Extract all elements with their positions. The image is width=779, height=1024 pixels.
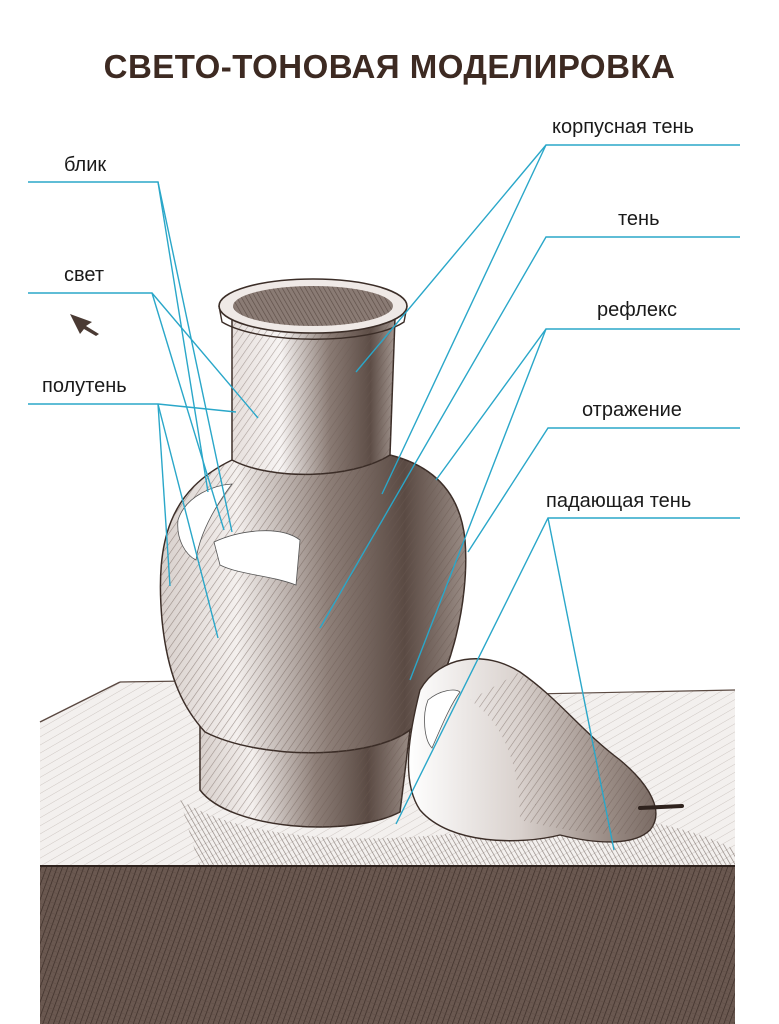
leader-line-halftone-3 <box>157 403 219 639</box>
leader-line-shadow <box>319 236 740 629</box>
leader-line-light-2 <box>151 292 225 531</box>
label-light: свет <box>64 264 105 286</box>
leader-line-halftone-2 <box>157 403 171 587</box>
label-highlight: блик <box>64 154 107 176</box>
leader-line-core-shadow-2 <box>381 144 547 495</box>
label-core-shadow: корпусная тень <box>552 116 694 138</box>
label-halftone: полутень <box>42 375 127 397</box>
arrow-down-right-icon <box>70 314 99 336</box>
vase <box>159 278 467 828</box>
table-front <box>40 865 735 1024</box>
label-cast-shadow: падающая тень <box>546 490 692 512</box>
leader-line-core-shadow <box>355 144 740 373</box>
leader-line-highlight-2 <box>157 181 233 533</box>
leader-line-reflection <box>467 427 740 553</box>
leader-line-cast-shadow-2 <box>547 517 615 851</box>
leader-line-reflex-2 <box>409 328 547 681</box>
page-title: СВЕТО-ТОНОВАЯ МОДЕЛИРОВКА <box>103 48 676 85</box>
pear <box>407 658 684 843</box>
label-shadow: тень <box>618 208 660 230</box>
leader-line-highlight <box>28 181 209 493</box>
label-reflection: отражение <box>582 399 682 421</box>
label-reflex: рефлекс <box>597 299 678 321</box>
leader-lines <box>28 144 740 851</box>
